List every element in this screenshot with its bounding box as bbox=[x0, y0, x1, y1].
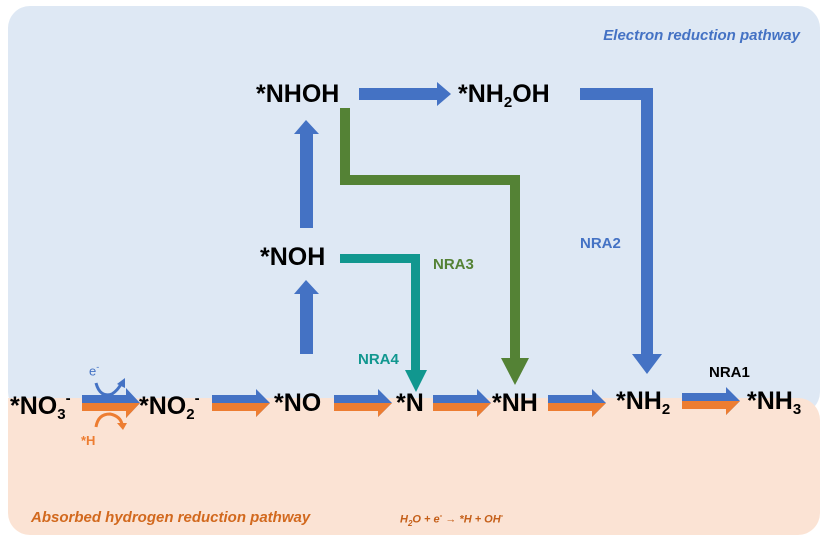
arrow-noh-to-n-nra4 bbox=[340, 254, 427, 392]
arrow-nh2oh-to-nh2-nra2 bbox=[580, 88, 662, 374]
species-nh2: *NH2 bbox=[616, 387, 671, 418]
arrow-no2-to-no bbox=[212, 389, 270, 417]
species-nh3: *NH3 bbox=[747, 387, 802, 418]
electron-label: e- bbox=[89, 362, 100, 379]
species-no: *NO bbox=[274, 389, 322, 417]
arrow-no-to-noh bbox=[294, 280, 319, 354]
electron-curl-icon bbox=[94, 378, 125, 397]
species-nh2oh: *NH2OH bbox=[458, 80, 550, 111]
arrow-n-to-nh bbox=[433, 389, 491, 417]
species-nhoh: *NHOH bbox=[256, 80, 340, 108]
hydrogen-pathway-panel bbox=[8, 398, 820, 535]
arrow-nhoh-to-nh2oh bbox=[359, 82, 451, 106]
arrow-noh-to-nhoh bbox=[294, 120, 319, 228]
species-nh: *NH bbox=[492, 389, 538, 417]
species-n: *N bbox=[396, 389, 424, 417]
species-no3: *NO3- bbox=[10, 390, 71, 423]
arrow-no3-to-no2 bbox=[82, 388, 140, 418]
arrow-nh-to-nh2 bbox=[548, 389, 606, 417]
nra2-label: NRA2 bbox=[580, 235, 621, 252]
hydrogen-pathway-title: Absorbed hydrogen reduction pathway bbox=[31, 509, 311, 526]
species-noh: *NOH bbox=[260, 243, 326, 271]
arrow-nh2-to-nh3 bbox=[682, 387, 740, 415]
hydrogen-curl-icon bbox=[94, 412, 127, 430]
species-no2: *NO2- bbox=[139, 390, 200, 423]
arrow-no-to-n bbox=[334, 389, 392, 417]
arrow-nhoh-to-nh-nra3 bbox=[340, 108, 529, 385]
nra4-label: NRA4 bbox=[358, 351, 399, 368]
adsorbed-h-label: *H bbox=[81, 433, 96, 448]
nra3-label: NRA3 bbox=[433, 256, 474, 273]
electron-pathway-title: Electron reduction pathway bbox=[603, 27, 800, 44]
hydrogen-equation: H2O + e- → *H + OH- bbox=[400, 511, 504, 528]
nra1-label: NRA1 bbox=[709, 364, 750, 381]
